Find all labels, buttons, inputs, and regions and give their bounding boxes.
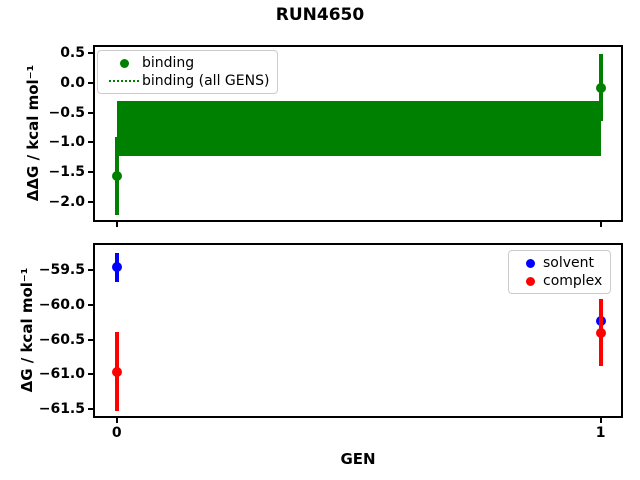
binding-point <box>111 170 122 181</box>
binding-legend: binding binding (all GENS) <box>97 50 279 94</box>
legend-marker-box <box>106 80 142 82</box>
solvent-dot-icon <box>525 258 535 268</box>
y-tick <box>88 81 93 84</box>
legend-row-solvent: solvent <box>517 254 602 272</box>
y-tick <box>88 171 93 174</box>
legend-label-binding-all-gens: binding (all GENS) <box>142 73 270 89</box>
y-tick <box>88 269 93 272</box>
legend-row-binding: binding <box>106 54 269 72</box>
x-tick <box>599 418 602 423</box>
y-tick-label: −60.0 <box>38 296 85 313</box>
legend-label-solvent: solvent <box>543 255 595 271</box>
binding-all-gens-band <box>116 101 601 157</box>
y-tick-label: 0.0 <box>60 74 85 91</box>
x-tick-label: 0 <box>111 425 122 441</box>
y-tick-label: −0.5 <box>48 104 85 121</box>
binding-dot-icon <box>119 58 129 68</box>
free-energy-legend: solvent complex <box>508 250 612 294</box>
x-tick <box>115 222 118 227</box>
binding-point <box>595 82 606 93</box>
legend-row-binding-all-gens: binding (all GENS) <box>106 72 269 90</box>
y-tick-label: −60.5 <box>38 331 85 348</box>
legend-marker-box <box>517 276 543 286</box>
y-tick-label: 0.5 <box>60 44 85 61</box>
legend-marker-box <box>517 258 543 268</box>
complex-point <box>595 327 606 338</box>
dotted-line-icon <box>109 80 139 82</box>
y-tick-label: −59.5 <box>38 262 85 279</box>
complex-dot-icon <box>525 276 535 286</box>
y-tick <box>88 408 93 411</box>
legend-label-binding: binding <box>142 55 195 71</box>
y-tick <box>88 201 93 204</box>
x-axis-label: GEN <box>340 450 376 468</box>
y-tick <box>88 111 93 114</box>
solvent-point <box>111 262 122 273</box>
legend-label-complex: complex <box>543 273 603 289</box>
x-tick <box>115 418 118 423</box>
y-tick-label: −1.0 <box>48 134 85 151</box>
y-tick-label: −61.0 <box>38 366 85 383</box>
legend-marker-box <box>106 58 142 68</box>
y-tick-label: −2.0 <box>48 194 85 211</box>
y-tick-label: −61.5 <box>38 401 85 418</box>
y-tick <box>88 303 93 306</box>
y-tick <box>88 373 93 376</box>
legend-row-complex: complex <box>517 272 602 290</box>
x-tick <box>599 222 602 227</box>
y-tick <box>88 141 93 144</box>
x-tick-label: 1 <box>595 425 606 441</box>
complex-point <box>111 366 122 377</box>
y-tick-label: −1.5 <box>48 164 85 181</box>
y-tick <box>88 338 93 341</box>
y-tick <box>88 51 93 54</box>
chart-title: RUN4650 <box>275 5 365 25</box>
